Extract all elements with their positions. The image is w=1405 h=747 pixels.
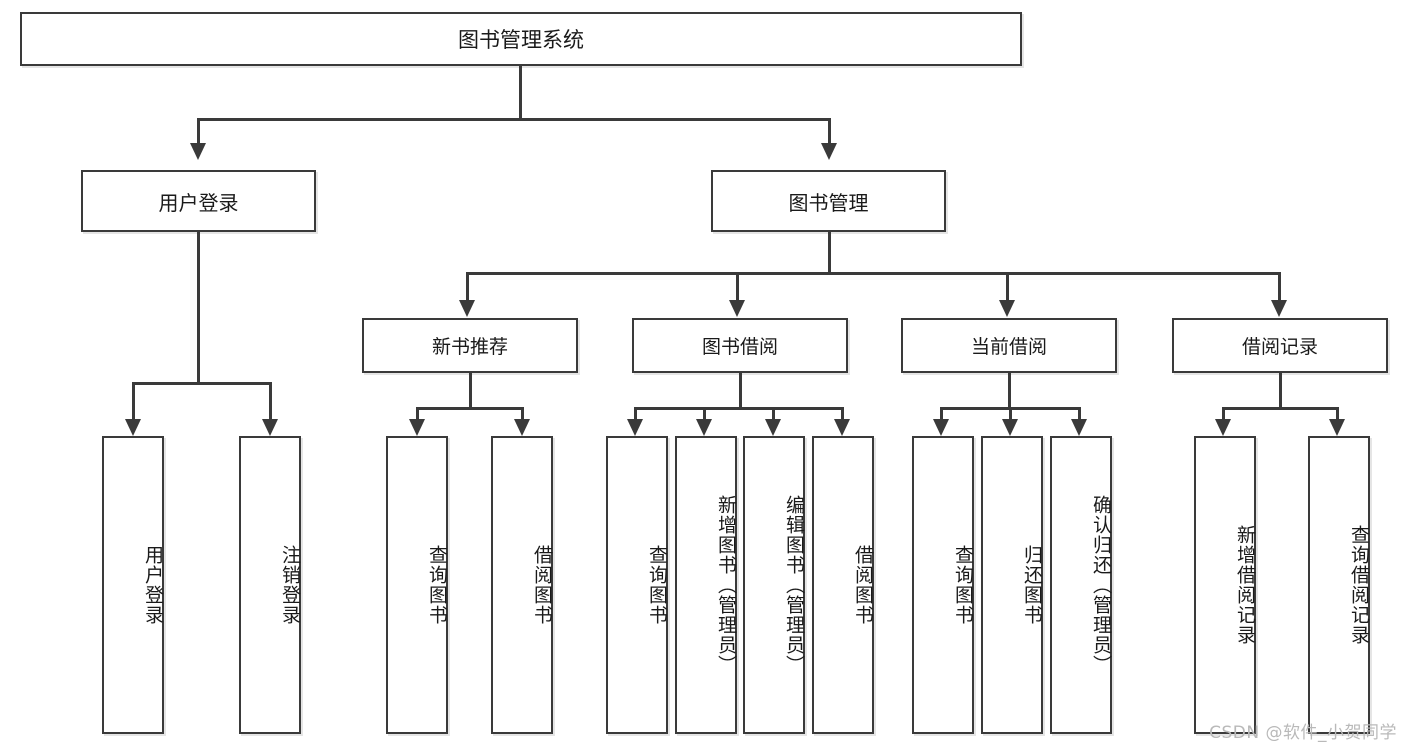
arrow-bookborrow-2: [765, 419, 781, 436]
arrow-user-login-0: [125, 419, 141, 436]
connector-currentborrow-drop-0: [940, 407, 943, 419]
connector-user-login-bus: [132, 382, 272, 385]
connector-level2-drop-3: [1278, 272, 1281, 300]
connector-level2-drop-1: [736, 272, 739, 300]
connector-currentborrow-drop-1: [1009, 407, 1012, 419]
leaf-book-borrow-query[interactable]: 查询图书: [606, 436, 668, 734]
leaf-borrow-record-query[interactable]: 查询借阅记录: [1308, 436, 1370, 734]
arrow-newbook-0: [409, 419, 425, 436]
arrow-level2-3: [1271, 300, 1287, 317]
arrow-currentborrow-2: [1071, 419, 1087, 436]
arrow-bookborrow-0: [627, 419, 643, 436]
connector-currentborrow-drop-2: [1078, 407, 1081, 419]
arrow-level2-1: [729, 300, 745, 317]
arrow-newbook-1: [514, 419, 530, 436]
connector-user-login-drop-0: [132, 382, 135, 419]
connector-newbook-drop-1: [521, 407, 524, 419]
connector-level2-drop-2: [1006, 272, 1009, 300]
connector-borrowrecord-drop-1: [1336, 407, 1339, 419]
csdn-watermark: CSDN @软件_小贺同学: [1209, 723, 1397, 743]
leaf-book-borrow-borrow[interactable]: 借阅图书: [812, 436, 874, 734]
arrow-bookborrow-3: [834, 419, 850, 436]
connector-bookborrow-drop-0: [634, 407, 637, 419]
arrow-user-login-1: [262, 419, 278, 436]
leaf-user-login-logout[interactable]: 注销登录: [239, 436, 301, 734]
connector-bookborrow-drop-3: [841, 407, 844, 419]
leaf-current-borrow-query[interactable]: 查询图书: [912, 436, 974, 734]
leaf-new-book-query[interactable]: 查询图书: [386, 436, 448, 734]
connector-borrowrecord-bus: [1222, 407, 1339, 410]
connector-user-login-drop-1: [269, 382, 272, 419]
leaf-book-borrow-edit[interactable]: 编辑图书（管理员）: [743, 436, 805, 734]
leaf-borrow-record-add[interactable]: 新增借阅记录: [1194, 436, 1256, 734]
arrow-level1-1: [821, 143, 837, 160]
connector-newbook-stem: [469, 373, 472, 407]
connector-level2-drop-0: [466, 272, 469, 300]
node-new-book-recommend[interactable]: 新书推荐: [362, 318, 578, 373]
connector-newbook-drop-0: [416, 407, 419, 419]
leaf-current-borrow-return[interactable]: 归还图书: [981, 436, 1043, 734]
connector-level1-drop-0: [197, 118, 200, 143]
leaf-user-login-login[interactable]: 用户登录: [102, 436, 164, 734]
leaf-current-borrow-confirm-return[interactable]: 确认归还（管理员）: [1050, 436, 1112, 734]
arrow-currentborrow-0: [933, 419, 949, 436]
node-book-management[interactable]: 图书管理: [711, 170, 946, 232]
connector-user-login-stem: [197, 232, 200, 382]
arrow-level2-2: [999, 300, 1015, 317]
leaf-book-borrow-add[interactable]: 新增图书（管理员）: [675, 436, 737, 734]
arrow-level2-0: [459, 300, 475, 317]
connector-bookborrow-drop-2: [772, 407, 775, 419]
connector-level1-drop-1: [828, 118, 831, 143]
connector-level2-bus: [466, 272, 1281, 275]
leaf-new-book-borrow[interactable]: 借阅图书: [491, 436, 553, 734]
node-borrow-record[interactable]: 借阅记录: [1172, 318, 1388, 373]
connector-borrowrecord-drop-0: [1222, 407, 1225, 419]
connector-root-stem: [519, 66, 522, 118]
connector-bookborrow-drop-1: [703, 407, 706, 419]
connector-bookborrow-bus: [634, 407, 844, 410]
arrow-level1-0: [190, 143, 206, 160]
connector-borrowrecord-stem: [1279, 373, 1282, 407]
arrow-borrowrecord-1: [1329, 419, 1345, 436]
connector-level1-bus: [197, 118, 831, 121]
arrow-currentborrow-1: [1002, 419, 1018, 436]
node-user-login[interactable]: 用户登录: [81, 170, 316, 232]
connector-currentborrow-stem: [1008, 373, 1011, 407]
arrow-borrowrecord-0: [1215, 419, 1231, 436]
node-book-borrow[interactable]: 图书借阅: [632, 318, 848, 373]
node-current-borrow[interactable]: 当前借阅: [901, 318, 1117, 373]
node-root[interactable]: 图书管理系统: [20, 12, 1022, 66]
arrow-bookborrow-1: [696, 419, 712, 436]
connector-newbook-bus: [416, 407, 524, 410]
connector-book-mgmt-stem: [828, 232, 831, 272]
connector-bookborrow-stem: [739, 373, 742, 407]
